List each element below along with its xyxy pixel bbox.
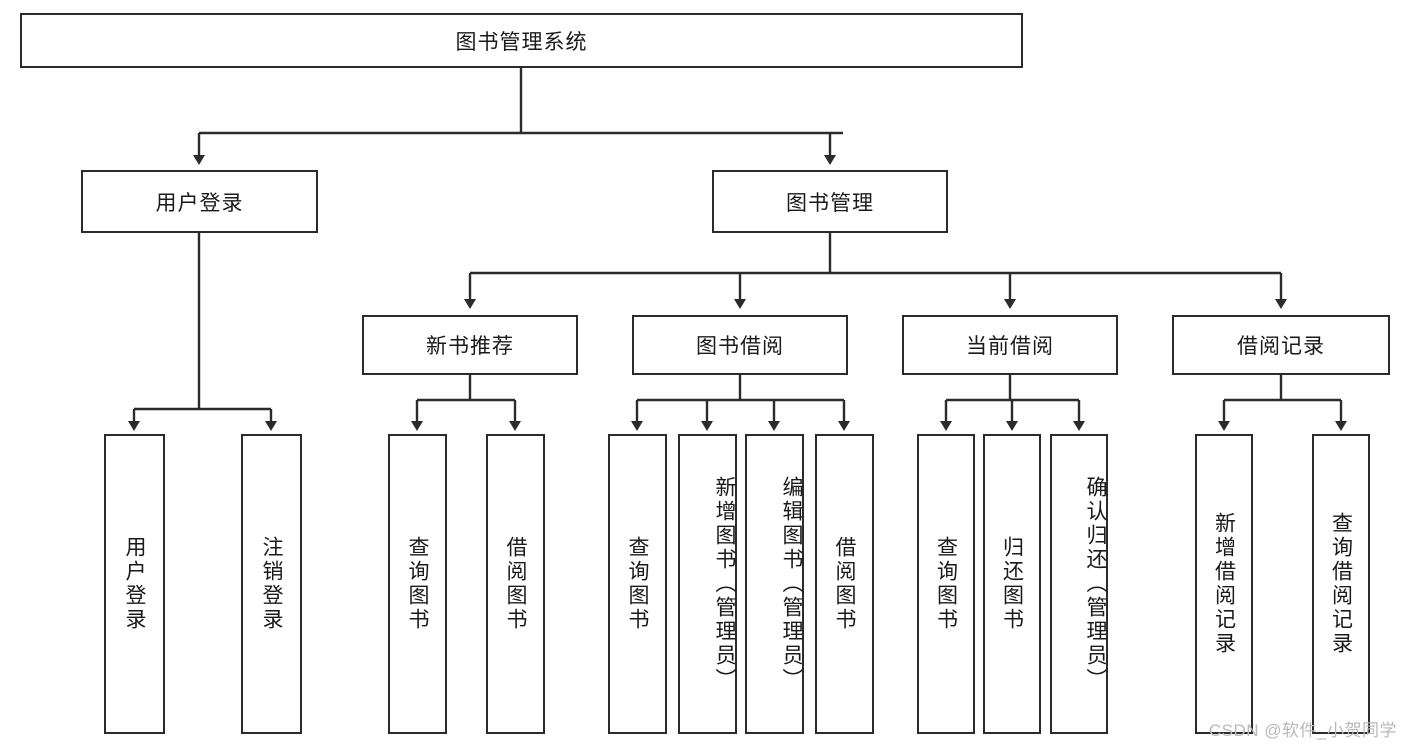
leaf-new-book-2[interactable]: 借阅图书: [486, 434, 545, 734]
node-book-manage[interactable]: 图书管理: [712, 170, 948, 233]
leaf-label: 查询图书: [406, 536, 429, 632]
leaf-label: 新增图书（管理员）: [713, 476, 736, 692]
node-new-book-recommend-label: 新书推荐: [426, 335, 514, 358]
node-borrow-record-label: 借阅记录: [1237, 335, 1325, 358]
node-root-label: 图书管理系统: [455, 30, 588, 54]
leaf-book-borrow-4[interactable]: 借阅图书: [815, 434, 874, 734]
node-user-login[interactable]: 用户登录: [81, 170, 318, 233]
leaf-label: 新增借阅记录: [1212, 512, 1236, 656]
node-user-login-label: 用户登录: [155, 191, 244, 215]
leaf-borrow-record-2[interactable]: 查询借阅记录: [1312, 434, 1370, 734]
node-book-borrow-label: 图书借阅: [696, 335, 784, 358]
node-book-borrow[interactable]: 图书借阅: [632, 315, 848, 375]
node-root[interactable]: 图书管理系统: [20, 13, 1023, 68]
leaf-book-borrow-3[interactable]: 编辑图书（管理员）: [745, 434, 804, 734]
leaf-label: 编辑图书（管理员）: [780, 476, 803, 692]
leaf-label: 查询图书: [934, 536, 958, 632]
leaf-borrow-record-1[interactable]: 新增借阅记录: [1195, 434, 1253, 734]
leaf-label: 借阅图书: [833, 536, 856, 632]
leaf-book-borrow-1[interactable]: 查询图书: [608, 434, 667, 734]
leaf-label: 查询图书: [626, 536, 649, 632]
leaf-book-borrow-2[interactable]: 新增图书（管理员）: [678, 434, 737, 734]
watermark-text: CSDN @软件_小贺同学: [1208, 721, 1397, 740]
node-new-book-recommend[interactable]: 新书推荐: [362, 315, 578, 375]
leaf-label: 确认归还（管理员）: [1084, 476, 1107, 692]
leaf-current-borrow-2[interactable]: 归还图书: [983, 434, 1041, 734]
leaf-label: 注销登录: [260, 536, 283, 632]
node-current-borrow-label: 当前借阅: [966, 335, 1054, 358]
node-book-manage-label: 图书管理: [786, 191, 874, 215]
leaf-label: 借阅图书: [504, 536, 527, 632]
leaf-current-borrow-1[interactable]: 查询图书: [917, 434, 975, 734]
leaf-new-book-1[interactable]: 查询图书: [388, 434, 447, 734]
leaf-label: 查询借阅记录: [1329, 512, 1353, 656]
leaf-current-borrow-3[interactable]: 确认归还（管理员）: [1050, 434, 1108, 734]
node-current-borrow[interactable]: 当前借阅: [902, 315, 1118, 375]
leaf-user-login-2[interactable]: 注销登录: [241, 434, 302, 734]
leaf-label: 归还图书: [1000, 536, 1024, 632]
leaf-label: 用户登录: [123, 536, 146, 632]
node-borrow-record[interactable]: 借阅记录: [1172, 315, 1390, 375]
leaf-user-login-1[interactable]: 用户登录: [104, 434, 165, 734]
